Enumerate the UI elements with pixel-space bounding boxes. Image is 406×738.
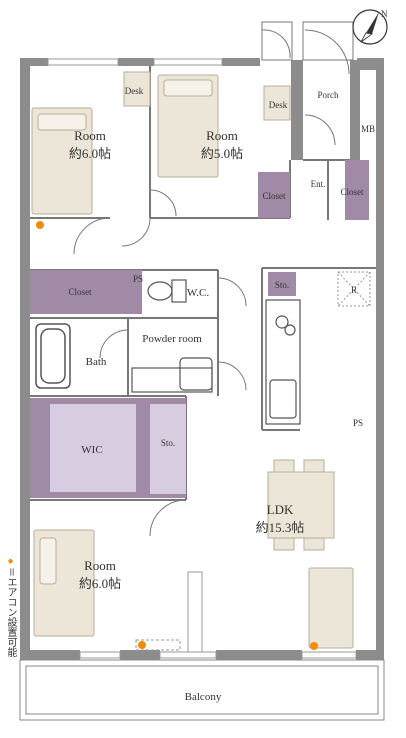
outer-walls xyxy=(20,58,384,660)
windows xyxy=(47,58,357,659)
powder-room-label: Powder room xyxy=(142,333,202,345)
porch-label: Porch xyxy=(318,90,339,100)
ps-label-2: PS xyxy=(353,418,363,428)
legend-marker: ● xyxy=(5,556,16,567)
kitchen-counter xyxy=(265,299,301,425)
pillows xyxy=(37,79,213,585)
balcony xyxy=(19,659,385,721)
aircon-legend: ●＝エアコン設置可能 xyxy=(2,556,16,657)
storage-label-wic: Sto. xyxy=(161,438,175,448)
compass-label: N xyxy=(381,9,388,19)
room-n-name: Room xyxy=(206,128,238,143)
entry-frame xyxy=(302,21,354,61)
vanity xyxy=(131,357,213,393)
dining-chairs xyxy=(273,459,325,551)
wic-floor xyxy=(50,404,136,492)
aircon-slot xyxy=(135,639,181,651)
furniture xyxy=(31,71,354,649)
room-sw-name: Room xyxy=(84,558,116,573)
refrigerator-label: R xyxy=(351,285,357,295)
wc-label: W.C. xyxy=(187,287,209,299)
ldk-size: 約15.3帖 xyxy=(256,520,305,535)
door-swings xyxy=(73,29,350,537)
refrigerator-space xyxy=(337,271,371,307)
closet-label-room-n: Closet xyxy=(262,191,286,201)
legend-text: ＝エアコン設置可能 xyxy=(5,567,16,657)
storage-floor xyxy=(150,404,186,494)
desk-label-1: Desk xyxy=(125,86,144,96)
ps-label-1: PS xyxy=(133,274,143,284)
porch-frame xyxy=(261,21,293,61)
aircon-markers xyxy=(36,221,318,650)
bath-label: Bath xyxy=(86,356,107,368)
tv-board xyxy=(187,571,203,653)
ldk-name: LDK xyxy=(267,502,294,517)
room-nw-name: Room xyxy=(74,128,106,143)
mb-label: MB xyxy=(361,124,375,134)
storage-label-kitchen: Sto. xyxy=(275,280,289,290)
closet-label-ent: Closet xyxy=(340,187,364,197)
wic-label: WIC xyxy=(81,444,102,456)
closet-label-room-nw: Closet xyxy=(68,287,92,297)
storage-top-shelf xyxy=(150,398,186,404)
entrance-label: Ent. xyxy=(311,179,326,189)
bathtub xyxy=(35,323,71,389)
compass-icon: N xyxy=(352,9,388,45)
toilet xyxy=(147,279,187,303)
room-nw-size: 約6.0帖 xyxy=(69,146,111,161)
room-sw-size: 約6.0帖 xyxy=(79,576,121,591)
room-n-size: 約5.0帖 xyxy=(201,146,243,161)
desk-label-2: Desk xyxy=(269,100,288,110)
balcony-label: Balcony xyxy=(185,691,222,703)
